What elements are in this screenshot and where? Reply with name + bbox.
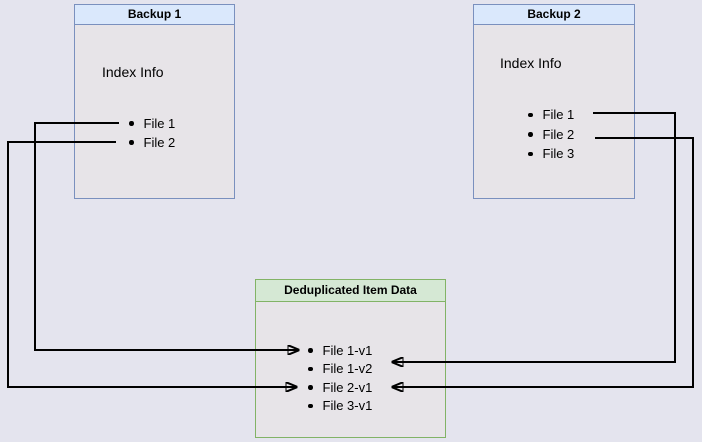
bullet-icon: [308, 403, 313, 408]
list-item: File 2: [129, 133, 175, 152]
backup-1-file-1-label: File 1: [143, 116, 176, 131]
node-backup-1: Backup 1 Index Info File 1 File 2: [74, 4, 235, 199]
bullet-icon: [528, 151, 533, 156]
list-item: File 3-v1: [308, 397, 372, 416]
backup-2-file-list: File 1 File 2 File 3: [528, 105, 574, 164]
dedup-file-2-v1-label: File 2-v1: [322, 379, 373, 395]
list-item: File 2-v1: [308, 378, 372, 397]
backup-2-title: Backup 2: [474, 5, 634, 25]
backup-1-index-info-label: Index Info: [102, 64, 164, 80]
backup-1-file-2-label: File 2: [143, 135, 176, 150]
backup-2-index-info-label: Index Info: [500, 55, 562, 71]
node-deduplicated-item-data: Deduplicated Item Data File 1-v1 File 1-…: [255, 279, 446, 438]
list-item: File 1: [528, 105, 574, 125]
bullet-icon: [528, 112, 533, 117]
dedup-file-1-v1-label: File 1-v1: [322, 342, 373, 358]
list-item: File 3: [528, 144, 574, 164]
bullet-icon: [528, 132, 533, 137]
node-backup-2: Backup 2 Index Info File 1 File 2 File 3: [473, 4, 635, 199]
list-item: File 1-v1: [308, 341, 372, 360]
list-item: File 1-v2: [308, 360, 372, 379]
backup-1-file-list: File 1 File 2: [129, 114, 175, 152]
dedup-file-1-v2-label: File 1-v2: [322, 361, 373, 377]
backup-2-file-3-label: File 3: [542, 146, 575, 162]
list-item: File 1: [129, 114, 175, 133]
bullet-icon: [129, 140, 134, 145]
bullet-icon: [308, 366, 313, 371]
backup-2-file-1-label: File 1: [542, 107, 575, 123]
bullet-icon: [308, 385, 313, 390]
dedup-item-list: File 1-v1 File 1-v2 File 2-v1 File 3-v1: [308, 341, 372, 415]
backup-2-file-2-label: File 2: [542, 126, 575, 142]
list-item: File 2: [528, 125, 574, 145]
backup-1-title: Backup 1: [75, 5, 234, 25]
dedup-title: Deduplicated Item Data: [256, 280, 445, 302]
bullet-icon: [129, 121, 134, 126]
dedup-file-3-v1-label: File 3-v1: [322, 398, 373, 414]
bullet-icon: [308, 348, 313, 353]
